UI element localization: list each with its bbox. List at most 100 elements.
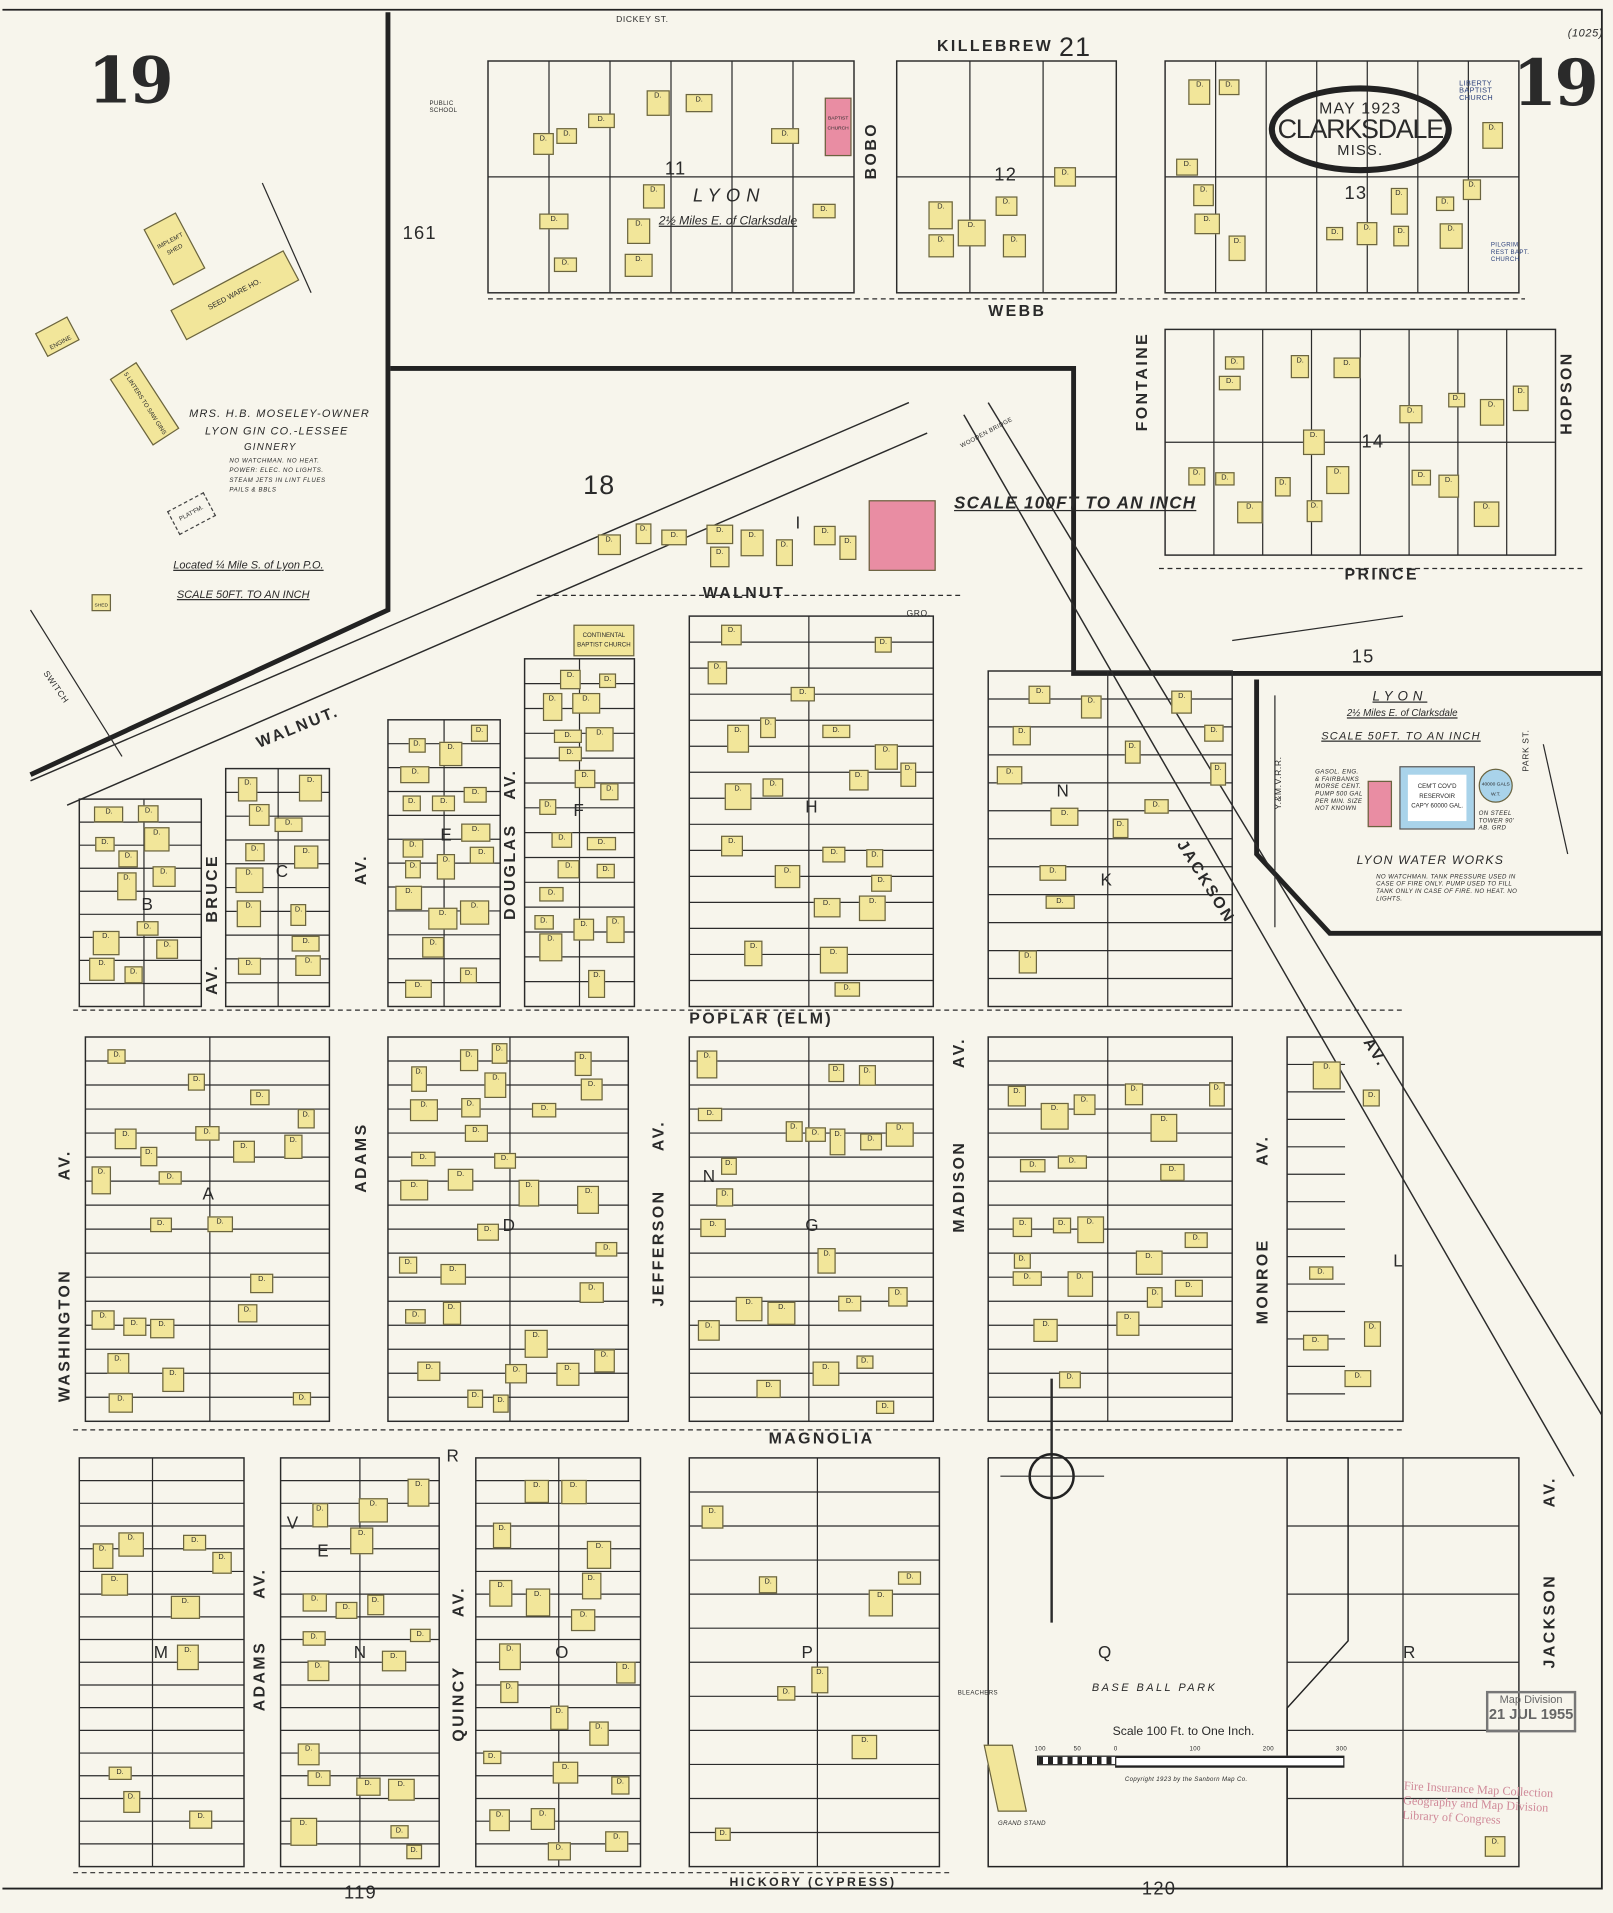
dwelling: D. (459, 900, 490, 925)
dwelling: D. (238, 1303, 257, 1324)
dwelling: D. (155, 939, 179, 960)
dwelling: D. (1124, 740, 1141, 764)
dwelling: D. (405, 979, 432, 999)
dwelling: D. (790, 686, 816, 702)
dwelling: D. (299, 775, 323, 802)
dwelling: D. (366, 1594, 385, 1615)
dwelling: D. (469, 846, 495, 864)
dwelling: D. (548, 1841, 571, 1861)
water-inset-scale: SCALE 50FT. TO AN INCH (1321, 729, 1481, 742)
ginnery-type: GINNERY (244, 441, 297, 453)
reservoir-capacity: CAP'Y 60000 GAL. (1411, 802, 1464, 811)
dwelling: D. (616, 1661, 636, 1685)
dwelling: D. (137, 804, 160, 822)
dwelling: D. (538, 933, 563, 961)
dwelling: D. (402, 794, 421, 812)
dwelling: D. (556, 128, 578, 144)
dwelling: D. (400, 765, 430, 784)
dwelling: D. (579, 1281, 605, 1303)
dwelling: D. (482, 1750, 501, 1765)
street-edge-walnut (30, 401, 910, 782)
dwelling: D. (821, 724, 851, 739)
baptist-church: BAPTIST CHURCH (824, 97, 852, 157)
dwelling: D. (410, 1099, 438, 1122)
dwelling: D. (92, 931, 120, 955)
library-stamp: Fire Insurance Map Collection Geography … (1402, 1780, 1553, 1832)
dwelling: D. (530, 1808, 555, 1830)
dwelling: D. (1274, 476, 1291, 497)
dwelling: D. (817, 1248, 837, 1274)
street-quincy: QUINCY (448, 1665, 468, 1742)
dwelling: D. (1326, 466, 1350, 495)
dwelling: D. (1193, 184, 1215, 206)
dwelling: D. (1513, 384, 1530, 411)
block-letter: O (555, 1642, 570, 1662)
dwelling: D. (870, 874, 892, 892)
dwelling: D. (109, 1393, 133, 1414)
dwelling: D. (194, 1126, 220, 1142)
dwelling: D. (1171, 690, 1193, 714)
dwelling: D. (720, 1158, 737, 1176)
ballpark-outline (987, 1457, 1349, 1868)
dwelling: D. (123, 1790, 140, 1814)
dwelling: D. (117, 872, 137, 901)
dwelling: D. (595, 1241, 618, 1257)
dwelling: D. (996, 766, 1023, 785)
dwelling: D. (1236, 501, 1263, 524)
dwelling: D. (505, 1364, 528, 1384)
dwelling: D. (1174, 1279, 1204, 1298)
water-tank: 40000 GALS W.T. (1478, 768, 1513, 803)
street-magnolia: MAGNOLIA (768, 1428, 875, 1447)
dwelling: D. (1435, 196, 1454, 211)
dwelling: D. (491, 1043, 508, 1064)
dwelling: D. (1302, 1334, 1329, 1351)
dwelling: D. (606, 915, 625, 943)
dwelling: D. (489, 1809, 510, 1831)
street-adams-lower: ADAMS (250, 1640, 269, 1712)
dwelling: D. (585, 727, 614, 752)
dwelling: D. (439, 741, 463, 766)
dwelling: D. (1344, 1370, 1372, 1388)
dwelling: D. (355, 1777, 381, 1797)
dwelling: D. (828, 1064, 845, 1083)
dwelling: D. (697, 1049, 718, 1078)
dwelling: D. (484, 1071, 507, 1098)
dwelling: D. (1188, 79, 1211, 106)
dwelling: D. (572, 693, 600, 715)
dwelling: D. (574, 769, 596, 789)
block-letter: R (446, 1445, 461, 1466)
dwelling: D. (493, 1152, 516, 1169)
dwelling: D. (1325, 226, 1344, 241)
dwelling: D. (302, 1630, 326, 1646)
dwelling: D. (290, 904, 307, 927)
dwelling: D. (834, 982, 860, 998)
street-washington: WASHINGTON (54, 1268, 74, 1403)
dwelling: D. (574, 1052, 592, 1077)
dwelling: D. (1214, 471, 1235, 486)
dwelling: D. (311, 1502, 328, 1528)
dwelling: D. (1308, 1265, 1334, 1280)
dwelling: D. (1356, 222, 1378, 246)
dwelling: D. (211, 1552, 233, 1574)
dwelling: D. (1187, 467, 1206, 486)
dwelling: D. (1176, 158, 1199, 176)
dwelling: D. (875, 636, 892, 653)
dwelling: D. (437, 853, 456, 880)
scale-tick: 200 (1262, 1745, 1274, 1754)
dwelling: D. (600, 783, 619, 800)
street-monroe: MONROE (1252, 1238, 1272, 1325)
dwelling: D. (408, 738, 426, 754)
dwelling: D. (1363, 1321, 1382, 1348)
dwelling: D. (293, 844, 319, 869)
dwelling: D. (499, 1681, 519, 1704)
block-letter: N (353, 1642, 368, 1662)
copyright: Copyright 1923 by the Sanborn Map Co. (1124, 1776, 1248, 1784)
dwelling: D. (1039, 865, 1066, 881)
street-fontaine: FONTAINE (1132, 331, 1151, 432)
block-letter: E (440, 824, 454, 845)
dwelling: D. (108, 1766, 132, 1781)
street-jefferson-av: AV. (649, 1119, 668, 1152)
street-bruce: BRUCE (202, 854, 221, 923)
block-number-11: 11 (664, 158, 687, 180)
dwelling: D. (381, 1650, 406, 1672)
